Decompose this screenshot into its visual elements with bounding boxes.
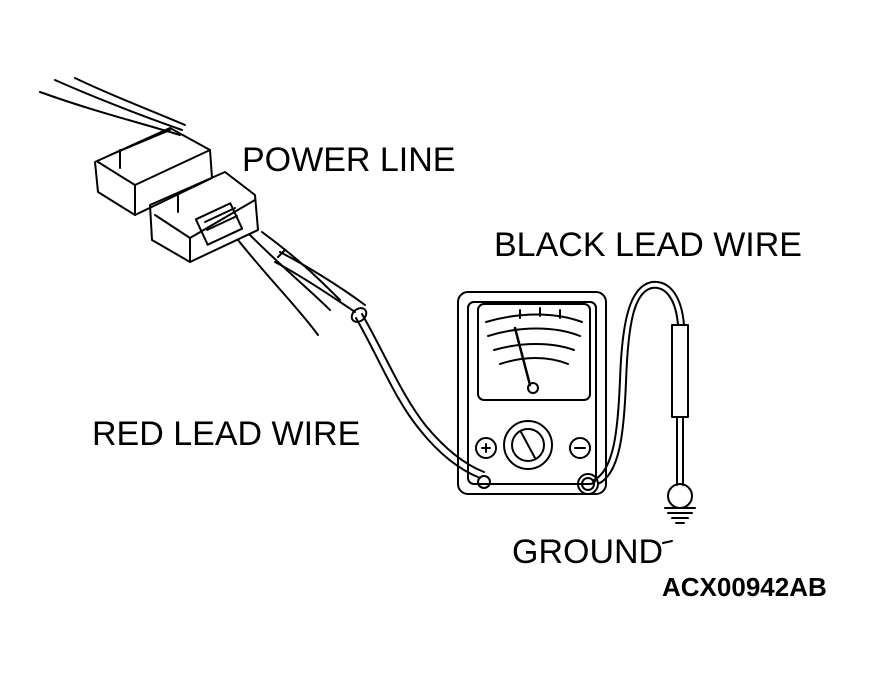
ground-label: GROUND bbox=[512, 533, 664, 571]
power-line-label: POWER LINE bbox=[242, 141, 456, 179]
red-lead-wire-label: RED LEAD WIRE bbox=[92, 415, 361, 453]
black-lead-wire bbox=[593, 280, 685, 485]
harness-wires bbox=[39, 77, 341, 336]
probe-icon bbox=[671, 324, 689, 486]
figure-code: ACX00942AB bbox=[662, 572, 827, 602]
red-lead-wire bbox=[355, 313, 485, 479]
multimeter-icon bbox=[457, 291, 607, 495]
red-probe-icon bbox=[274, 249, 368, 323]
ground-clip-icon bbox=[662, 483, 696, 544]
black-lead-wire-label: BLACK LEAD WIRE bbox=[494, 226, 802, 264]
connector-icon bbox=[94, 127, 259, 263]
